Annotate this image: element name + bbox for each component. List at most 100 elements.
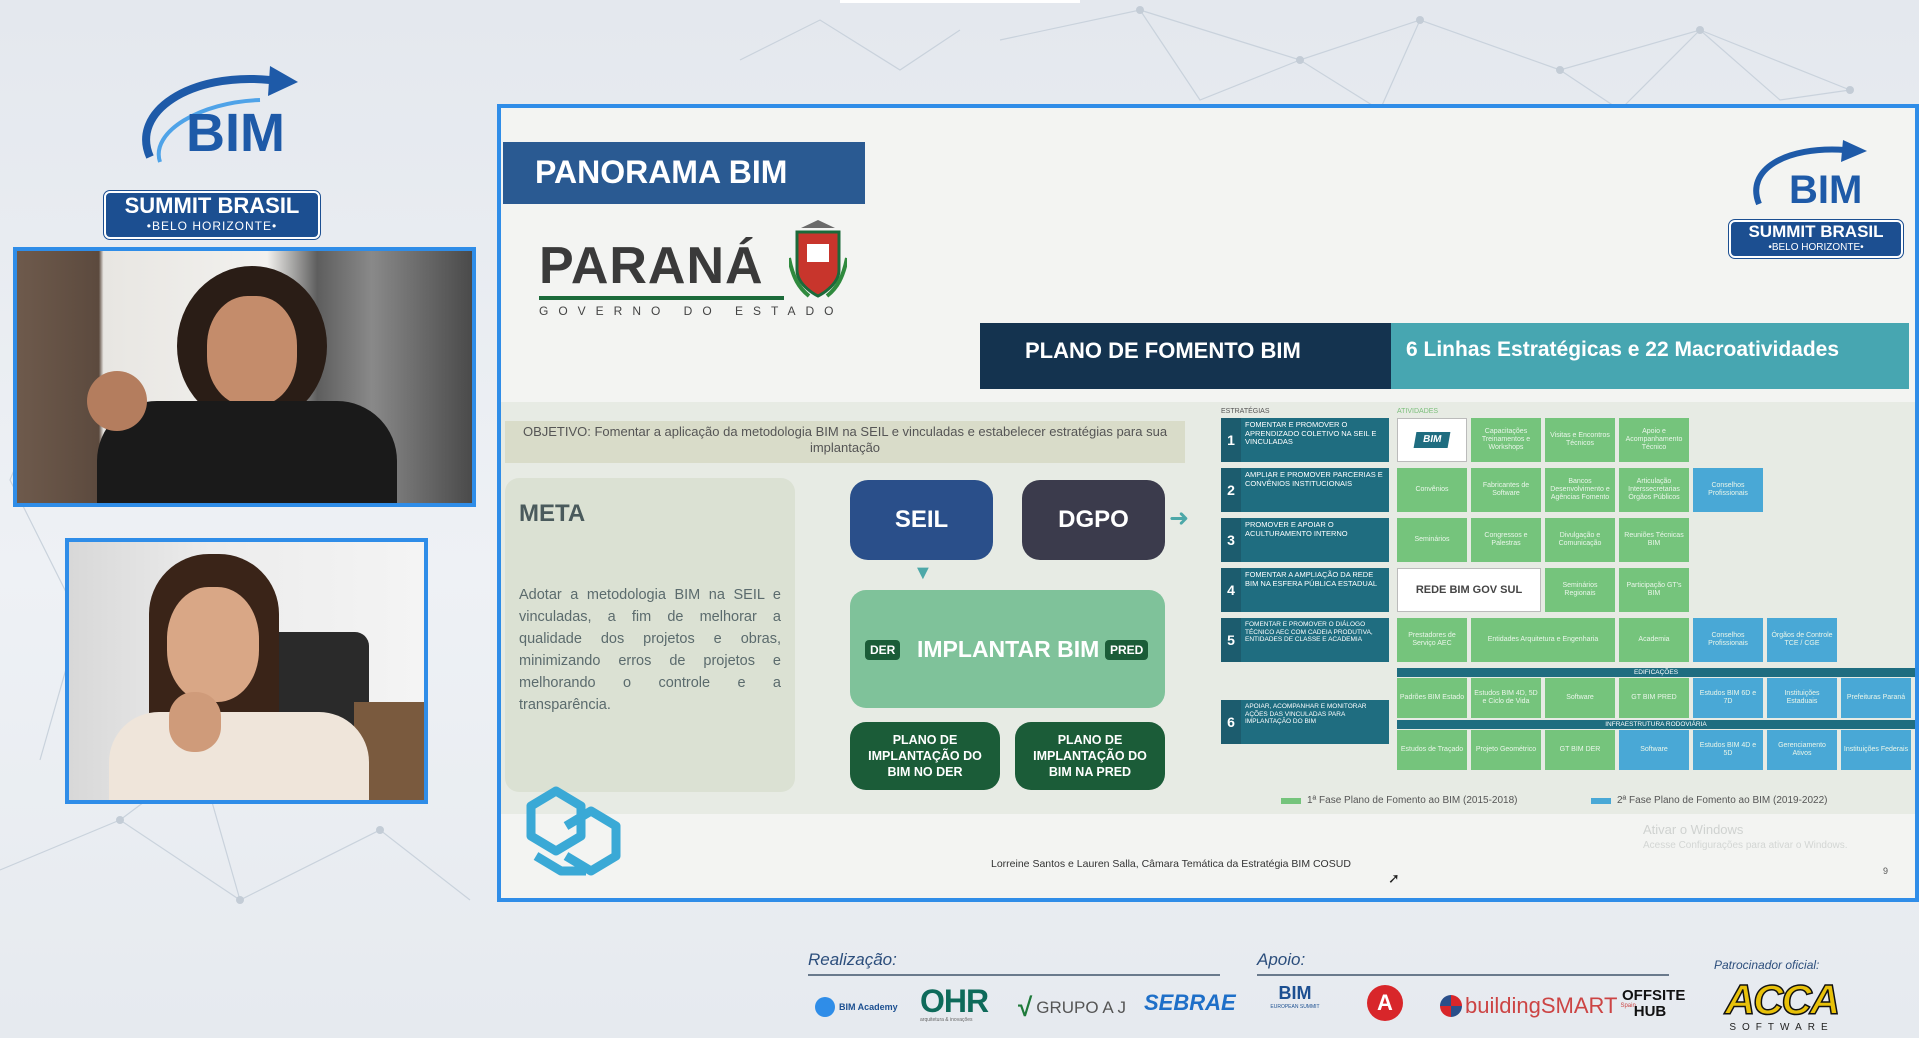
legend-label: 2ª Fase Plano de Fomento ao BIM (2019-20…	[1617, 795, 1828, 806]
meta-title: META	[519, 500, 585, 528]
implantar-label: IMPLANTAR BIM	[917, 636, 1099, 663]
activity-cell: Bancos Desenvolvimento e Agências Foment…	[1545, 468, 1615, 512]
slide-page-number: 9	[1883, 866, 1888, 876]
grupo-aj-logo: √ GRUPO A J	[1018, 992, 1126, 1023]
realizacao-divider	[808, 974, 1220, 976]
parana-name: PARANÁ	[539, 236, 764, 296]
ohr-logo: OHR arquitetura & inovações	[920, 985, 988, 1023]
event-title: SUMMIT BRASIL	[106, 193, 318, 219]
top-indicator	[840, 0, 1080, 3]
activity-cell: Prestadores de Serviço AEC	[1397, 618, 1467, 662]
event-logo: BIM	[130, 62, 300, 177]
activity-cell: Fabricantes de Software	[1471, 468, 1541, 512]
activity-cell: Conselhos Profissionais	[1693, 468, 1763, 512]
arrow-right-icon: ➜	[1169, 504, 1189, 533]
slide-bim-badge: SUMMIT BRASIL •BELO HORIZONTE•	[1729, 220, 1903, 258]
strategies-table: ESTRATÉGIAS ATIVIDADES 1 Fomentar e prom…	[1221, 408, 1915, 788]
activity-cell: Seminários	[1397, 518, 1467, 562]
buildingsmart-logo: buildingSMART Spain	[1440, 993, 1636, 1019]
meta-text: Adotar a metodologia BIM na SEIL e vincu…	[519, 584, 781, 716]
legend-label: 1ª Fase Plano de Fomento ao BIM (2015-20…	[1307, 795, 1518, 806]
cosud-cube-logo-icon	[511, 776, 631, 886]
strategy-number: 6	[1221, 700, 1241, 744]
seil-label: SEIL	[895, 512, 948, 528]
legend-phase-1: 1ª Fase Plano de Fomento ao BIM (2015-20…	[1281, 795, 1518, 806]
plano-der-box: PLANO DE IMPLANTAÇÃO DO BIM NO DER	[850, 722, 1000, 790]
edificacoes-header: EDIFICAÇÕES	[1397, 668, 1915, 677]
activity-cell: Entidades Arquitetura e Engenharia	[1471, 618, 1615, 662]
bim-diamond-icon: BIM	[1413, 432, 1450, 448]
activity-cell: GT BIM PRED	[1619, 678, 1689, 718]
strategy-number: 1	[1221, 418, 1241, 462]
der-tag: DER	[865, 640, 900, 660]
activity-cell: Prefeituras Paraná	[1841, 678, 1911, 718]
acca-logo: ACCA SOFTWARE	[1714, 978, 1849, 1033]
activity-cell: Software	[1619, 730, 1689, 770]
activity-bim-logo: BIM	[1397, 418, 1467, 462]
strategy-text: Ampliar e promover parcerias e convênios…	[1241, 468, 1389, 512]
slide-bim-title: SUMMIT BRASIL	[1731, 222, 1901, 242]
event-logo-text: BIM	[186, 102, 285, 164]
activity-cell: Visitas e Encontros Técnicos	[1545, 418, 1615, 462]
objective-text: OBJETIVO: Fomentar a aplicação da metodo…	[515, 424, 1175, 456]
parana-coat-of-arms-icon	[789, 218, 847, 300]
strategies-label: ESTRATÉGIAS	[1221, 408, 1270, 415]
activity-cell: Padrões BIM Estado	[1397, 678, 1467, 718]
infraestrutura-header: INFRAESTRUTURA RODOVIÁRIA	[1397, 720, 1915, 729]
seil-box: SEIL	[850, 480, 993, 560]
legend-swatch	[1281, 798, 1301, 804]
offsite-hub-logo: OFFSITE HUB	[1622, 988, 1678, 1020]
windows-watermark-sub: Acesse Configurações para ativar o Windo…	[1643, 840, 1848, 851]
plano-pred-label: PLANO DE IMPLANTAÇÃO DO BIM NA PRED	[1015, 732, 1165, 780]
apoio-divider	[1257, 974, 1669, 976]
bim-european-summit-logo: BIM EUROPEAN SUMMIT	[1265, 983, 1325, 1010]
strategy-row-4: 4 Fomentar a ampliação da rede BIM na es…	[1221, 568, 1389, 612]
activity-cell: Estudos BIM 4D e 5D	[1693, 730, 1763, 770]
slide-header-title: PANORAMA BIM	[535, 154, 787, 191]
strategy-row-2: 2 Ampliar e promover parcerias e convêni…	[1221, 468, 1389, 512]
windows-watermark-title: Ativar o Windows	[1643, 822, 1743, 837]
strategy-row-3: 3 Promover e apoiar o aculturamento inte…	[1221, 518, 1389, 562]
activities-label: ATIVIDADES	[1397, 408, 1438, 415]
activity-cell: Seminários Regionais	[1545, 568, 1615, 612]
slide-bim-logo: BIM SUMMIT BRASIL •BELO HORIZONTE•	[1741, 136, 1891, 286]
strategy-number: 4	[1221, 568, 1241, 612]
plan-subtitle: 6 Linhas Estratégicas e 22 Macroatividad…	[1406, 338, 1839, 362]
activity-cell: Instituições Federais	[1841, 730, 1911, 770]
plano-der-label: PLANO DE IMPLANTAÇÃO DO BIM NO DER	[850, 732, 1000, 780]
strategy-text: Promover e apoiar o aculturamento intern…	[1241, 518, 1389, 562]
activity-cell: Órgãos de Controle TCE / CGE	[1767, 618, 1837, 662]
participant-video-2[interactable]	[65, 538, 428, 804]
activity-cell: Estudos BIM 4D, 5D e Ciclo de Vida	[1471, 678, 1541, 718]
event-title-badge: SUMMIT BRASIL •BELO HORIZONTE•	[104, 191, 320, 239]
participant-video-1[interactable]	[13, 247, 476, 507]
parana-tagline: GOVERNO DO ESTADO	[539, 304, 843, 318]
legend-phase-2: 2ª Fase Plano de Fomento ao BIM (2019-20…	[1591, 795, 1828, 806]
activity-cell: Participação GT's BIM	[1619, 568, 1689, 612]
plan-title: PLANO DE FOMENTO BIM	[1025, 338, 1301, 364]
legend-swatch	[1591, 798, 1611, 804]
strategy-number: 2	[1221, 468, 1241, 512]
activity-cell: Articulação Interssecretarias Órgãos Púb…	[1619, 468, 1689, 512]
bim-academy-icon	[815, 997, 835, 1017]
buildingsmart-icon	[1440, 995, 1462, 1017]
strategy-text: Apoiar, acompanhar e monitorar ações das…	[1241, 700, 1389, 744]
strategy-number: 5	[1221, 618, 1241, 662]
dgpo-label: DGPO	[1058, 512, 1129, 528]
presentation-slide[interactable]: PANORAMA BIM PARANÁ GOVERNO DO ESTADO BI…	[497, 104, 1919, 902]
sebrae-logo: SEBRAE	[1144, 990, 1236, 1016]
apoio-a-logo-icon: A	[1367, 985, 1403, 1021]
slide-bim-logo-text: BIM	[1789, 168, 1862, 213]
dgpo-box: DGPO	[1022, 480, 1165, 560]
activity-cell: Congressos e Palestras	[1471, 518, 1541, 562]
activity-cell: Projeto Geométrico	[1471, 730, 1541, 770]
activity-cell: Software	[1545, 678, 1615, 718]
pred-tag: PRED	[1105, 640, 1148, 660]
activity-cell: Instituições Estaduais	[1767, 678, 1837, 718]
cursor-icon: ➚	[1388, 870, 1400, 887]
strategy-row-1: 1 Fomentar e promover o aprendizado cole…	[1221, 418, 1389, 462]
activity-cell: Divulgação e Comunicação	[1545, 518, 1615, 562]
activity-cell: Reuniões Técnicas BIM	[1619, 518, 1689, 562]
strategy-text: Fomentar e promover o diálogo técnico AE…	[1241, 618, 1389, 662]
event-subtitle: •BELO HORIZONTE•	[106, 219, 318, 233]
